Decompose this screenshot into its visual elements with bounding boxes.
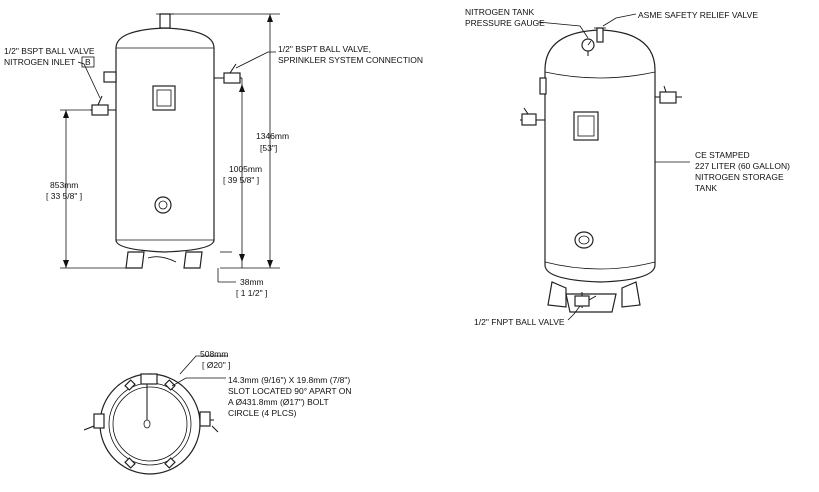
label-drain: 1/2" FNPT BALL VALVE <box>474 317 565 327</box>
iso-tank-body <box>544 29 656 283</box>
dim-diameter-in: [ Ø20" ] <box>202 360 231 370</box>
iso-top-seam <box>544 71 656 79</box>
relief-valve-icon <box>594 27 606 43</box>
top-fitting-icon <box>140 373 158 429</box>
dim-total-in: [53"] <box>260 143 277 153</box>
iso-view: NITROGEN TANK PRESSURE GAUGE ASME SAFETY… <box>465 7 790 327</box>
iso-side-fitting <box>539 77 547 95</box>
label-relief: ASME SAFETY RELIEF VALVE <box>638 10 758 20</box>
dim-diameter-mm: 508mm <box>200 349 228 359</box>
slot-note-line1: 14.3mm (9/16") X 19.8mm (7/8") <box>228 375 350 385</box>
dim-outlet-height <box>239 78 245 268</box>
dim-leg-height <box>217 251 236 283</box>
label-tank-line3: NITROGEN STORAGE <box>695 172 784 182</box>
front-inlet-valve-icon <box>90 71 117 116</box>
front-tank-body <box>115 27 215 253</box>
slot-note-line3: A Ø431.8mm (Ø17") BOLT <box>228 397 329 407</box>
label-inlet-badge: B <box>85 57 91 67</box>
leader-inlet <box>77 61 101 99</box>
top-side-valves-icon <box>83 411 219 433</box>
dim-inlet-height <box>60 109 126 269</box>
label-outlet-line1: 1/2" BSPT BALL VALVE, <box>278 44 371 54</box>
dim-inlet-in: [ 33 5/8" ] <box>46 191 82 201</box>
iso-bottom-port <box>574 231 594 249</box>
label-outlet-line2: SPRINKLER SYSTEM CONNECTION <box>278 55 423 65</box>
slot-note-line2: SLOT LOCATED 90° APART ON <box>228 386 352 396</box>
front-view: 1/2" BSPT BALL VALVE NITROGEN INLET B 1/… <box>4 13 423 298</box>
label-tank-line4: TANK <box>695 183 717 193</box>
dim-leg-in: [ 1 1/2" ] <box>236 288 267 298</box>
label-inlet-line1: 1/2" BSPT BALL VALVE <box>4 46 95 56</box>
front-top-fitting <box>159 13 171 29</box>
label-tank-line2: 227 LITER (60 GALLON) <box>695 161 790 171</box>
dim-outlet-in: [ 39 5/8" ] <box>223 175 259 185</box>
label-gauge-line2: PRESSURE GAUGE <box>465 18 545 28</box>
label-gauge-line1: NITROGEN TANK <box>465 7 534 17</box>
leader-drain <box>567 305 581 321</box>
drain-valve-icon <box>574 292 597 308</box>
front-legs <box>125 251 203 269</box>
iso-left-valve-icon <box>520 107 545 126</box>
iso-right-valve-icon <box>655 85 682 104</box>
leader-gauge <box>537 21 589 39</box>
front-nameplate <box>152 85 176 111</box>
slot-note-line4: CIRCLE (4 PLCS) <box>228 408 297 418</box>
dim-leg-mm: 38mm <box>240 277 264 287</box>
dim-total-mm: 1346mm <box>256 131 289 141</box>
front-bottom-port <box>154 196 172 214</box>
dim-outlet-mm: 1005mm <box>229 164 262 174</box>
iso-bottom-seam <box>544 261 656 270</box>
label-inlet-line2: NITROGEN INLET <box>4 57 75 67</box>
leader-slot <box>171 377 226 387</box>
bolt-slots <box>124 379 176 469</box>
badge-box <box>81 56 95 68</box>
label-tank-line1: CE STAMPED <box>695 150 750 160</box>
front-outlet-valve-icon <box>214 63 242 84</box>
pressure-gauge-icon <box>581 38 595 56</box>
top-view: 508mm [ Ø20" ] 14.3mm (9/16") X 19.8mm (… <box>83 349 352 475</box>
leader-relief <box>602 13 637 27</box>
leader-outlet <box>235 51 276 69</box>
dim-inlet-mm: 853mm <box>50 180 78 190</box>
dim-total-height <box>170 13 280 269</box>
leader-diameter <box>179 355 228 375</box>
